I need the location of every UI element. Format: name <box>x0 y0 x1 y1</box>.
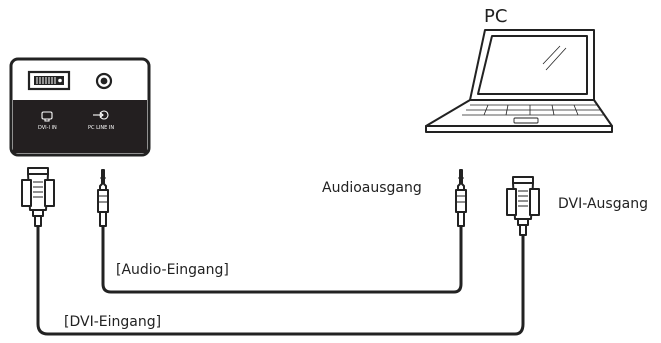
audio-plug-pc-icon <box>455 169 467 227</box>
dvi-plug-display-icon <box>21 167 55 227</box>
dvi-cable <box>36 226 525 336</box>
pc-laptop-icon <box>425 29 613 133</box>
dvi-in-symbol-icon <box>41 111 53 122</box>
dvi-output-label: DVI-Ausgang <box>558 196 648 212</box>
audio-plug-display-icon <box>97 169 109 227</box>
dvi-input-label: [DVI-Eingang] <box>64 314 162 330</box>
line-in-symbol-icon <box>93 110 109 120</box>
dvi-plug-pc-icon <box>506 176 540 236</box>
dvi-in-port-label: DVI-I IN <box>38 125 57 131</box>
audio-jack-icon <box>95 72 113 90</box>
display-connector-panel <box>9 57 151 157</box>
dvi-port-icon <box>27 70 71 91</box>
audio-cable <box>101 226 463 294</box>
audio-input-label: [Audio-Eingang] <box>116 262 229 278</box>
pc-line-in-port-label: PC LINE IN <box>88 125 115 131</box>
pc-label: PC <box>484 6 508 27</box>
audio-output-label: Audioausgang <box>322 180 422 196</box>
